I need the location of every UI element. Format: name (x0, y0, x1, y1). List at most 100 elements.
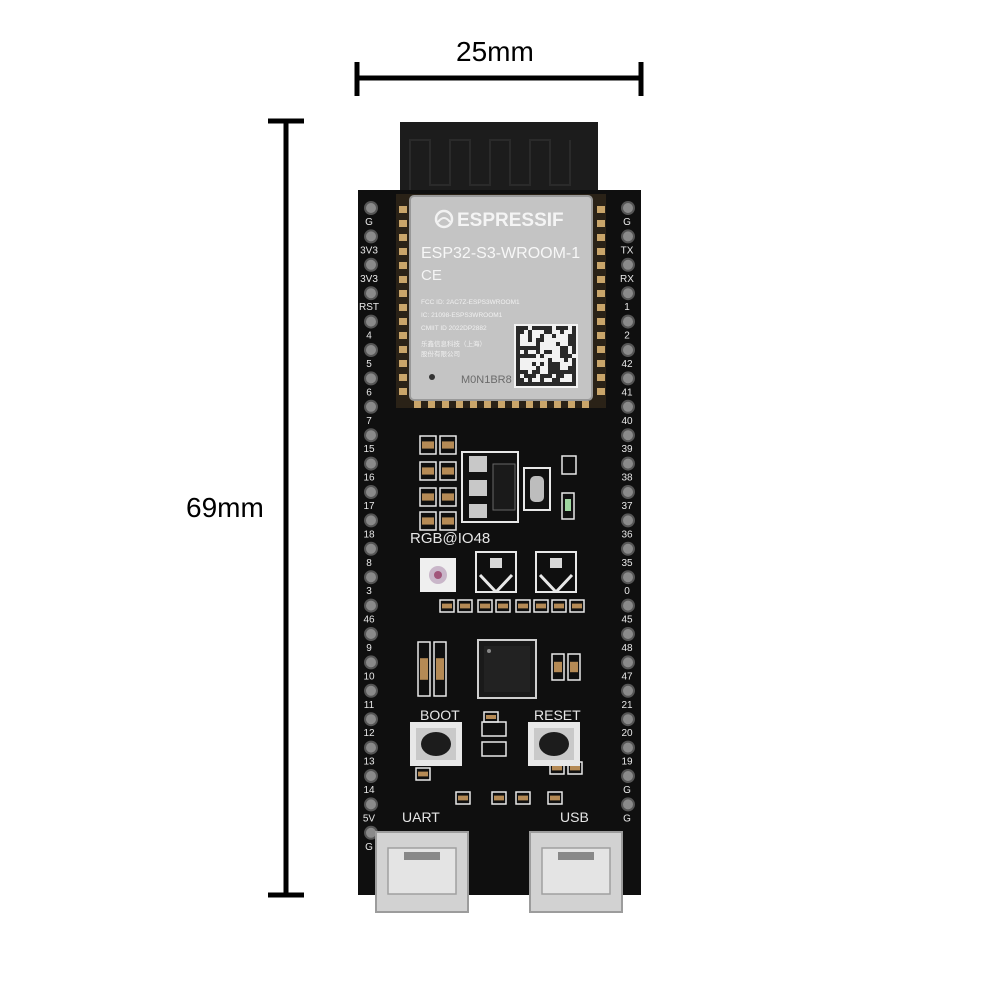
qr-module (548, 370, 552, 374)
smd-outline (515, 791, 531, 805)
module-pad (442, 401, 449, 408)
qr-module (544, 382, 548, 386)
boot-button[interactable] (410, 722, 462, 766)
qr-module (516, 350, 520, 354)
qr-module (540, 378, 544, 382)
smd-body (494, 795, 504, 801)
usb-port[interactable] (529, 831, 623, 913)
uart-port[interactable] (375, 831, 469, 913)
smd-outline (439, 511, 457, 531)
pin-label: 48 (621, 643, 633, 654)
pin-hole (621, 229, 635, 244)
pin-hole (621, 797, 635, 812)
qr-module (520, 354, 524, 358)
qr-module (560, 326, 564, 330)
smd-outline (569, 599, 585, 613)
pin-hole (621, 655, 635, 670)
qr-module (540, 338, 544, 342)
pin-label: 5 (366, 359, 372, 370)
pin-hole (364, 513, 378, 528)
smd-outline (455, 791, 471, 805)
pin-label: 37 (621, 501, 633, 512)
transistor-right (535, 551, 577, 594)
qr-module (572, 334, 576, 338)
qr-module (568, 342, 572, 346)
module-pad (597, 332, 605, 339)
pin-label: 12 (363, 728, 375, 739)
qr-module (540, 362, 544, 366)
qr-module (560, 370, 564, 374)
pin-hole (364, 428, 378, 443)
qr-module (528, 354, 532, 358)
pin-hole (364, 598, 378, 613)
qr-module (572, 350, 576, 354)
module-pad (540, 401, 547, 408)
pin-label: 3V3 (360, 245, 378, 256)
pin-hole (364, 314, 378, 329)
pin-hole (364, 655, 378, 670)
qr-module (548, 362, 552, 366)
qr-module (548, 382, 552, 386)
qr-module (536, 346, 540, 350)
pin-hole (621, 485, 635, 499)
qr-module (536, 338, 540, 342)
qr-module (548, 374, 552, 378)
qr-module (564, 354, 568, 358)
smd-outline (533, 599, 549, 613)
pin-label: 45 (621, 615, 633, 626)
smd-body (518, 795, 528, 801)
qr-module (516, 362, 520, 366)
module-pad (597, 206, 605, 213)
module-pad (484, 401, 491, 408)
boot-label: BOOT (420, 707, 460, 723)
module-pad (554, 401, 561, 408)
pin-label: 16 (363, 473, 375, 484)
module-model: ESP32-S3-WROOM-1 (421, 245, 580, 262)
module-pad (597, 220, 605, 227)
ic-id: IC: 21098-ESPS3WROOM1 (421, 312, 503, 319)
qr-module (556, 362, 560, 366)
pin-label: G (623, 785, 631, 796)
pin-hole (364, 201, 378, 215)
qr-module (564, 382, 568, 386)
qr-module (528, 382, 532, 386)
qr-module (532, 374, 536, 378)
voltage-regulator (461, 451, 519, 523)
module-pad (526, 401, 533, 408)
pin-label: 10 (363, 671, 375, 682)
qr-module (560, 382, 564, 386)
pin-label: 9 (366, 643, 372, 654)
module-brand: ESPRESSIF (457, 210, 564, 231)
qr-module (516, 378, 520, 382)
smd-body (570, 765, 580, 771)
module-pad (597, 346, 605, 353)
qr-module (516, 366, 520, 370)
qr-module (516, 334, 520, 338)
smd-body (552, 765, 562, 771)
pin-hole (364, 683, 378, 698)
pin-label: RST (359, 302, 379, 313)
pin-label: 17 (363, 501, 375, 512)
smd-resistor-row (439, 599, 585, 613)
pin-label: 14 (363, 785, 375, 796)
module-pad (399, 332, 407, 339)
reset-button[interactable] (528, 722, 580, 766)
smd-outline (433, 641, 447, 697)
smd-body (422, 493, 434, 501)
module-pad (456, 401, 463, 408)
qr-module (552, 334, 556, 338)
qr-module (572, 366, 576, 370)
pin-label: 3V3 (360, 274, 378, 285)
smd-outline (551, 599, 567, 613)
module-pad (597, 318, 605, 325)
qr-module (548, 330, 552, 334)
qr-module (524, 350, 528, 354)
qr-module (536, 366, 540, 370)
smd-outline (439, 461, 457, 481)
qr-module (564, 350, 568, 354)
rgb-led-icon (420, 558, 456, 592)
pin-hole (364, 456, 378, 471)
pin-hole (364, 485, 378, 499)
